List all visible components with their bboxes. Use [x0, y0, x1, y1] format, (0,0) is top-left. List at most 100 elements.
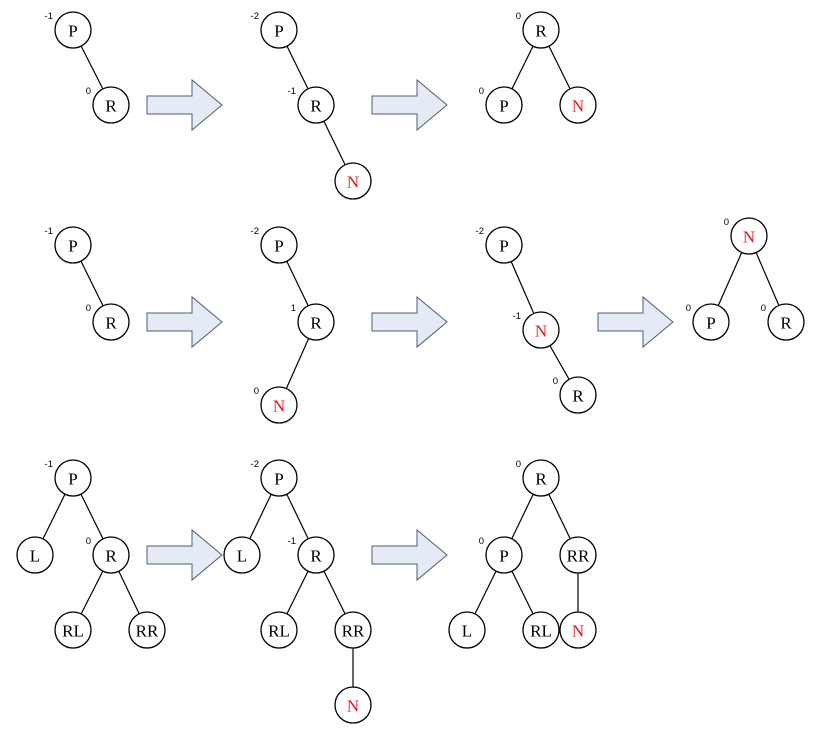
balance-factor-label: -2 — [251, 459, 259, 470]
balance-factor-label: 0 — [516, 459, 521, 470]
tree-node-r: R0 — [86, 86, 130, 124]
node-circle — [522, 11, 560, 49]
node-label: P — [706, 314, 715, 333]
balance-factor-label: 0 — [479, 536, 484, 547]
edges-layer — [34, 29, 787, 705]
transition-arrow-icon — [597, 295, 674, 349]
tree-node-r: R-1 — [288, 86, 335, 124]
balance-factor-label: 1 — [291, 303, 296, 314]
node-circle — [260, 459, 298, 497]
node-label: P — [68, 470, 77, 489]
balance-factor-label: 0 — [254, 386, 259, 397]
node-label: P — [68, 237, 77, 256]
node-label: N — [347, 173, 359, 192]
tree-node-p: P0 — [479, 536, 523, 574]
balance-factor-label: -2 — [251, 226, 259, 237]
node-circle — [54, 11, 92, 49]
transition-arrow-icon — [146, 78, 223, 132]
node-label: R — [780, 314, 792, 333]
node-circle — [559, 376, 597, 414]
node-circle — [485, 226, 523, 264]
balance-factor-label: 0 — [553, 376, 558, 387]
tree-node-p: P-1 — [45, 226, 92, 264]
node-circle — [559, 536, 597, 574]
tree-node-r: R0 — [86, 303, 130, 341]
tree-node-r: R0 — [516, 11, 560, 49]
node-circle — [485, 86, 523, 124]
node-label: N — [572, 622, 584, 641]
node-label: RL — [62, 622, 84, 641]
node-circle — [522, 611, 560, 649]
tree-node-l: L — [448, 611, 486, 649]
balance-factor-label: -1 — [45, 459, 53, 470]
node-label: RL — [530, 622, 552, 641]
node-circle — [730, 217, 768, 255]
balance-factor-label: 0 — [86, 536, 91, 547]
node-circle — [260, 386, 298, 424]
node-label: L — [462, 622, 472, 641]
node-label: P — [274, 470, 283, 489]
transition-arrow-icon — [371, 528, 448, 582]
tree-node-r: R0 — [86, 536, 130, 574]
node-label: N — [273, 397, 285, 416]
node-label: L — [30, 547, 40, 566]
node-circle — [54, 611, 92, 649]
node-label: N — [572, 97, 584, 116]
node-circle — [334, 611, 372, 649]
transition-arrow-icon — [371, 295, 448, 349]
node-circle — [692, 303, 730, 341]
transition-arrow-icon — [371, 78, 448, 132]
tree-node-rl: RL — [54, 611, 92, 649]
tree-node-r: R0 — [516, 459, 560, 497]
node-circle — [448, 611, 486, 649]
balance-factor-label: -2 — [251, 11, 259, 22]
node-circle — [260, 11, 298, 49]
node-label: P — [499, 97, 508, 116]
node-circle — [16, 536, 54, 574]
tree-node-n: N-1 — [513, 311, 560, 349]
balance-factor-label: 0 — [516, 11, 521, 22]
balance-factor-label: 0 — [86, 303, 91, 314]
tree-node-n: N — [559, 611, 597, 649]
tree-node-p: P-1 — [45, 11, 92, 49]
node-circle — [260, 611, 298, 649]
node-label: P — [274, 22, 283, 41]
tree-node-n: N — [334, 686, 372, 724]
transition-arrow-icon — [146, 295, 223, 349]
tree-node-n: N0 — [254, 386, 298, 424]
tree-node-r: R0 — [553, 376, 597, 414]
node-circle — [92, 536, 130, 574]
node-circle — [559, 611, 597, 649]
tree-node-n: N — [334, 162, 372, 200]
tree-node-p: P0 — [479, 86, 523, 124]
transition-arrow-icon — [146, 528, 223, 582]
node-circle — [334, 686, 372, 724]
node-label: P — [499, 547, 508, 566]
node-label: R — [535, 22, 547, 41]
tree-node-rr: RR — [559, 536, 597, 574]
balance-factor-label: 0 — [761, 303, 766, 314]
node-label: R — [535, 470, 547, 489]
node-circle — [559, 86, 597, 124]
balance-factor-label: -1 — [45, 11, 53, 22]
balance-factor-label: 0 — [479, 86, 484, 97]
tree-node-p: P-2 — [476, 226, 523, 264]
node-label: R — [310, 547, 322, 566]
node-circle — [297, 86, 335, 124]
node-label: R — [105, 314, 117, 333]
node-circle — [297, 303, 335, 341]
node-circle — [522, 459, 560, 497]
tree-node-n: N — [559, 86, 597, 124]
tree-node-l: L — [16, 536, 54, 574]
tree-node-l: L — [223, 536, 261, 574]
node-label: L — [237, 547, 247, 566]
balance-factor-label: 0 — [724, 217, 729, 228]
tree-node-r: R-1 — [288, 536, 335, 574]
tree-node-rr: RR — [128, 611, 166, 649]
node-circle — [54, 226, 92, 264]
tree-node-p: P-2 — [251, 226, 298, 264]
node-circle — [54, 459, 92, 497]
node-label: P — [499, 237, 508, 256]
tree-node-r: R1 — [291, 303, 335, 341]
